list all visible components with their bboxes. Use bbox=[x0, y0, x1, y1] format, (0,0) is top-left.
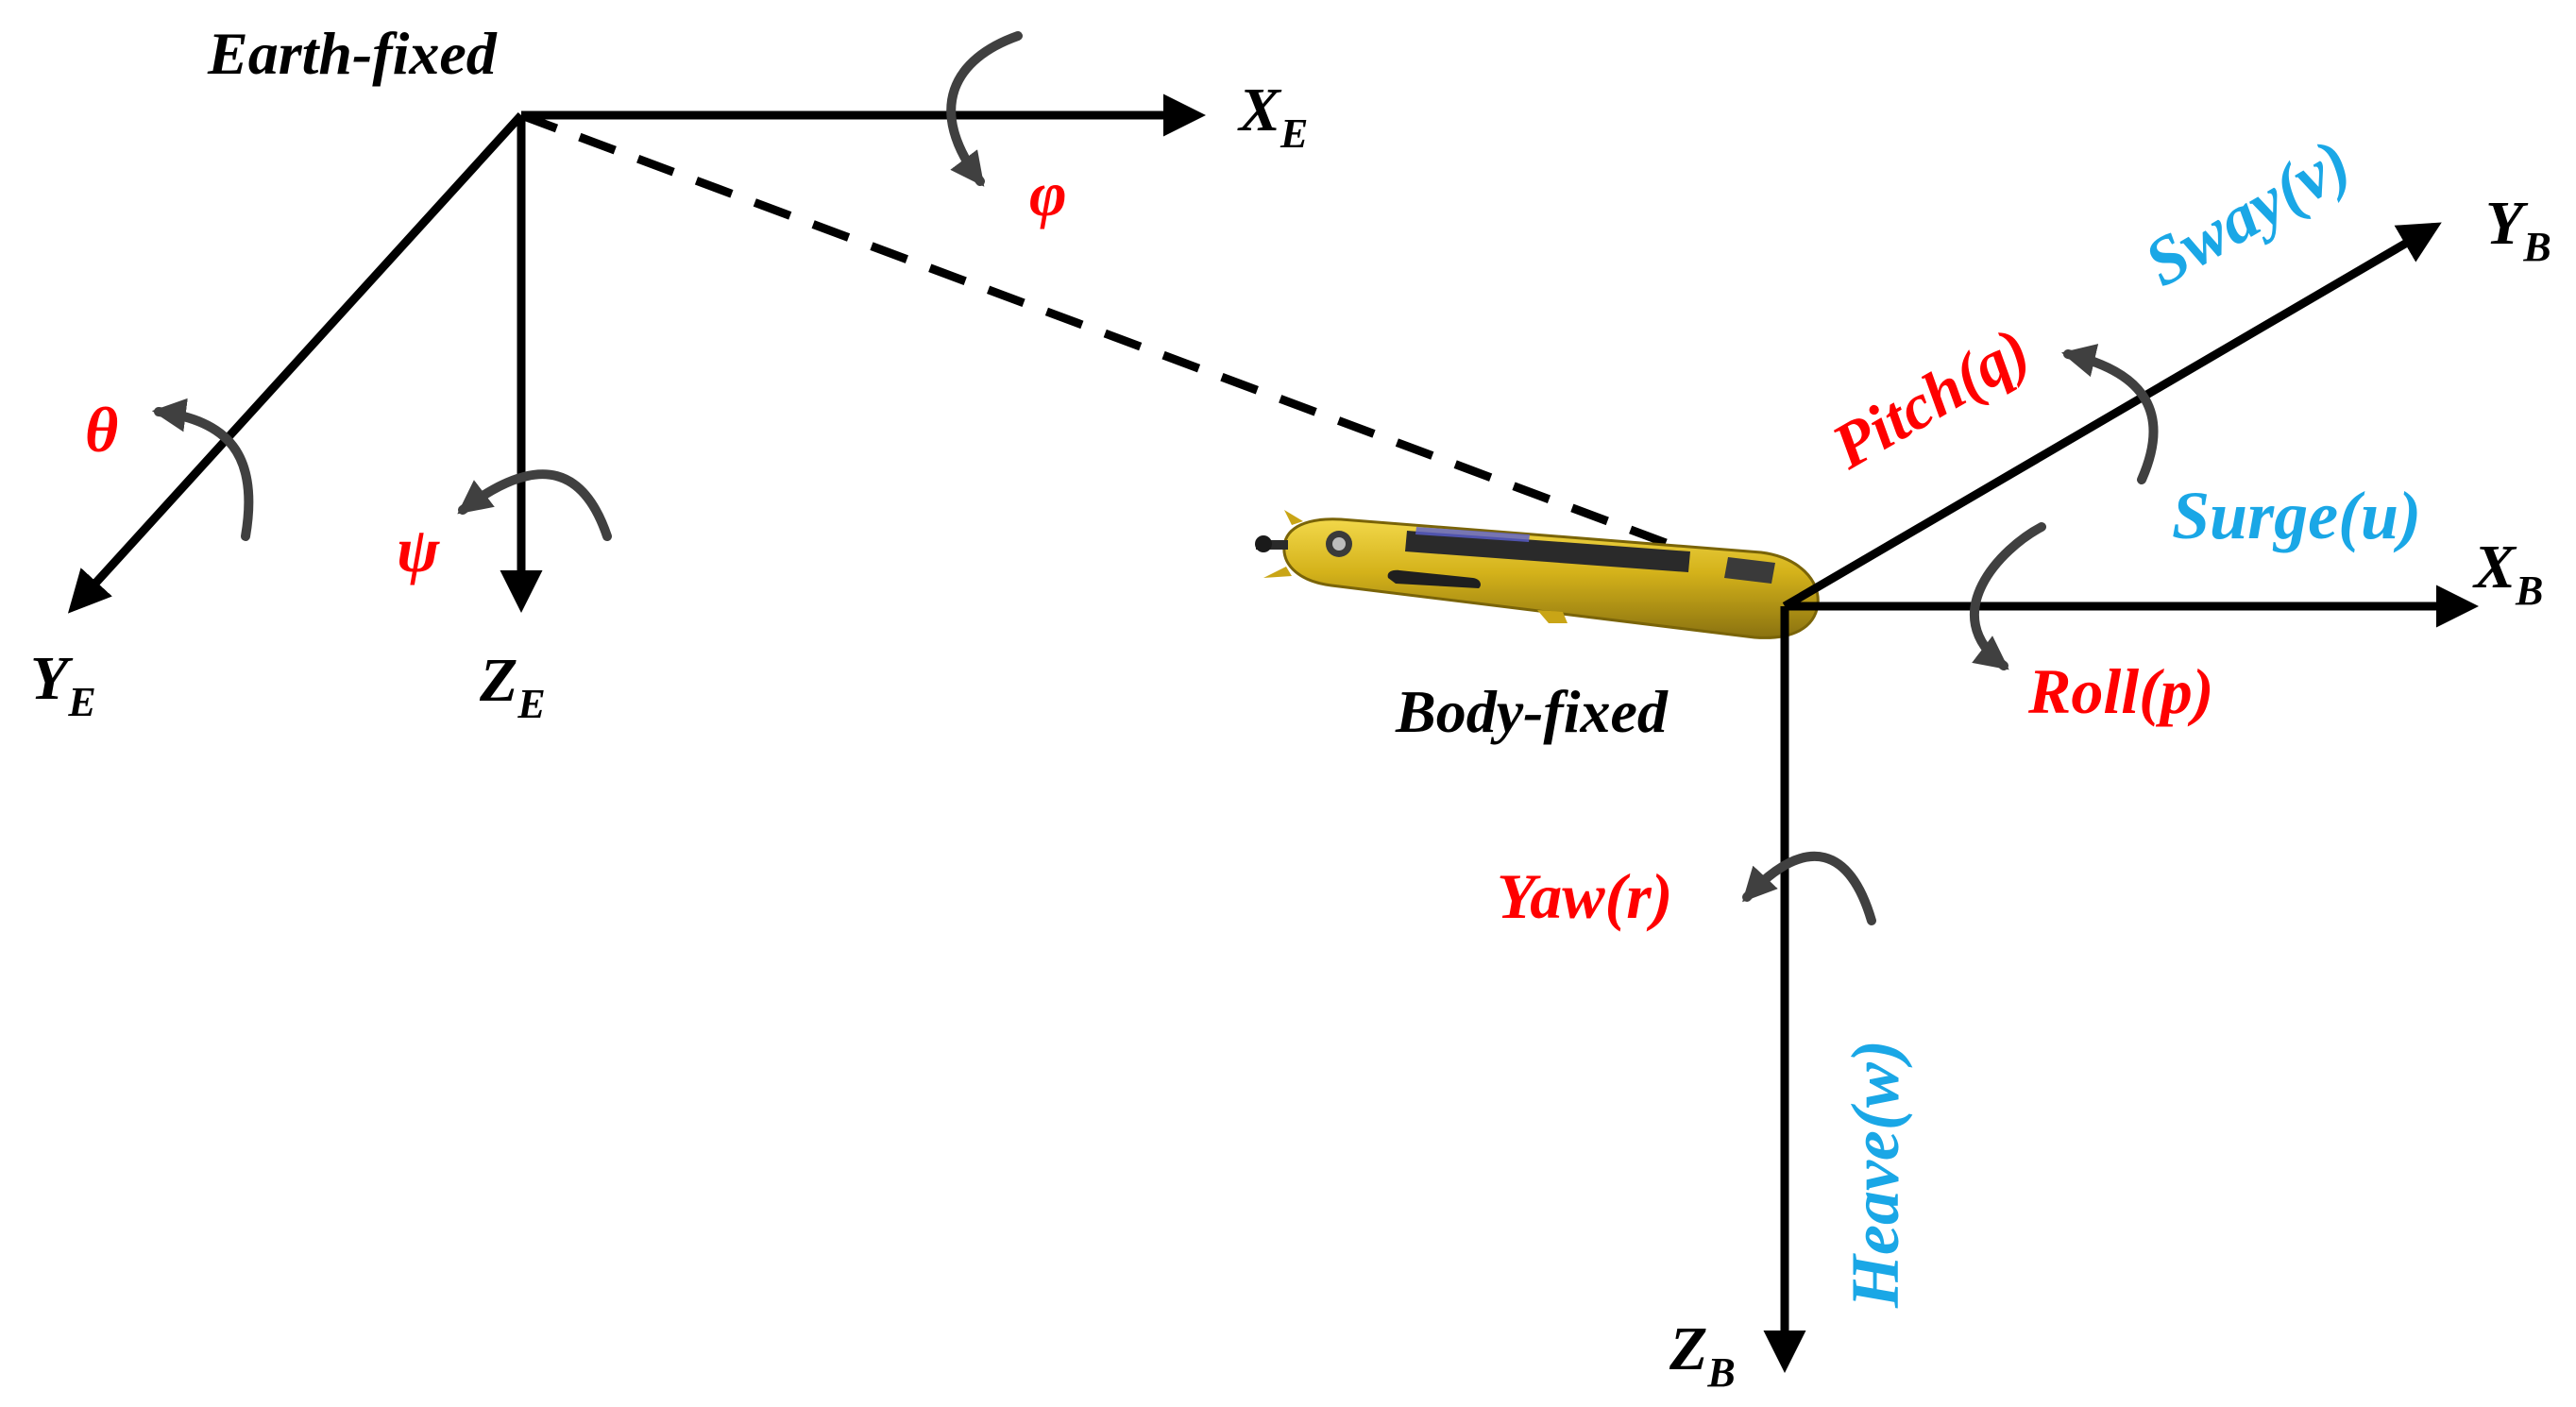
body-fixed-frame: Body-fixed XB YB ZB Surge(u) Sway(v) Hea… bbox=[1395, 125, 2551, 1396]
origin-connector-dashed-line bbox=[519, 110, 1787, 592]
auv-vehicle-icon bbox=[1255, 510, 1820, 639]
rotation-arrow-psi bbox=[457, 469, 612, 541]
rotation-label-psi: ψ bbox=[397, 514, 440, 585]
body-y-label: YB bbox=[2485, 189, 2551, 270]
motion-label-heave: Heave(w) bbox=[1838, 1040, 1913, 1309]
rotation-label-theta: θ bbox=[85, 394, 118, 466]
earth-y-label: YE bbox=[30, 644, 96, 725]
earth-x-label: XE bbox=[1237, 76, 1308, 157]
body-y-axis bbox=[1782, 222, 2442, 610]
rotation-arrow-phi bbox=[946, 31, 1023, 187]
motion-label-surge: Surge(u) bbox=[2172, 478, 2421, 553]
body-frame-title: Body-fixed bbox=[1395, 678, 1669, 745]
body-x-label: XB bbox=[2472, 533, 2543, 614]
motion-label-roll: Roll(p) bbox=[2027, 655, 2213, 727]
earth-frame-title: Earth-fixed bbox=[207, 20, 498, 87]
motion-label-sway: Sway(v) bbox=[2132, 125, 2363, 301]
earth-z-label: ZE bbox=[479, 646, 546, 727]
rotation-arrow-theta bbox=[151, 398, 254, 541]
motion-label-pitch: Pitch(q) bbox=[1820, 314, 2042, 483]
rotation-arrow-roll bbox=[1969, 522, 2046, 670]
earth-y-axis bbox=[67, 111, 525, 614]
rotation-arrow-yaw bbox=[1742, 851, 1876, 925]
body-z-label: ZB bbox=[1669, 1314, 1736, 1396]
earth-fixed-frame: Earth-fixed XE YE ZE φ θ ψ bbox=[30, 20, 1308, 727]
rotation-arrow-pitch bbox=[2060, 344, 2159, 484]
rotation-label-phi: φ bbox=[1029, 158, 1067, 229]
motion-label-yaw: Yaw(r) bbox=[1497, 860, 1672, 932]
